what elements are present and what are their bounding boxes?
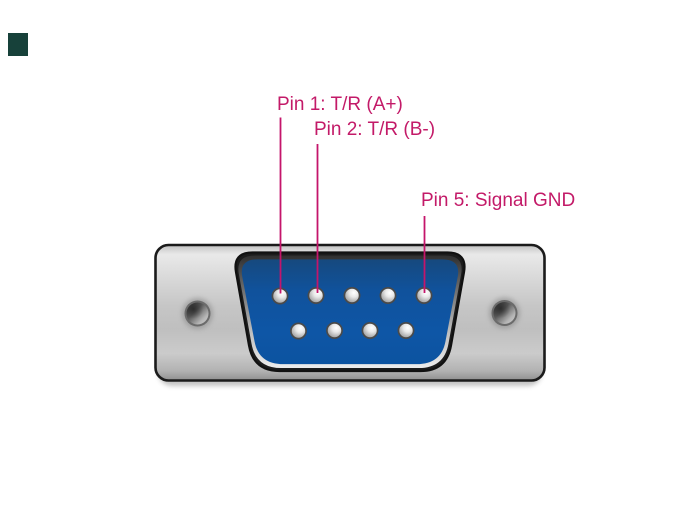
pin2-label: Pin 2: T/R (B-) — [314, 119, 436, 140]
screw-hole-left — [182, 298, 213, 329]
pin5-label: Pin 5: Signal GND — [421, 190, 576, 211]
brand-mark — [8, 33, 28, 56]
pin-8 — [361, 322, 379, 339]
screw-hole-right — [489, 297, 520, 329]
pin-2 — [307, 287, 325, 304]
pin-7 — [326, 322, 343, 339]
pin1-label: Pin 1: T/R (A+) — [277, 94, 403, 115]
pin-9 — [397, 322, 415, 339]
leader-lines — [279, 117, 426, 294]
pin-4 — [379, 287, 397, 304]
d-sub-opening — [234, 251, 466, 373]
d-sub-insulator — [241, 259, 459, 365]
pin-6 — [290, 322, 307, 340]
pin-3 — [343, 287, 361, 304]
